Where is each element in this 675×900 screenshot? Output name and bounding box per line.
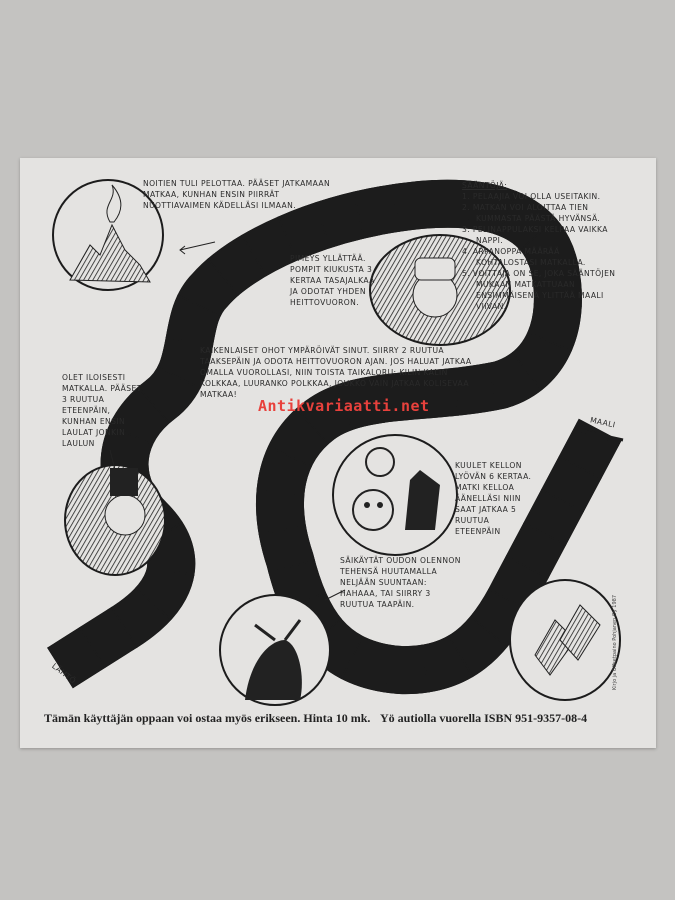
- rule-item: 4. Arpanoppa määrää kohtalostasi matkall…: [462, 247, 586, 267]
- rule-item: 1. Pelaajia voi olla useitakin.: [462, 192, 601, 201]
- note-happy: Olet iloisesti matkalla. Pääset 3 ruutua…: [62, 373, 142, 448]
- illustration-witch-fire: [52, 179, 164, 291]
- watermark: Antikvariaatti.net: [258, 397, 430, 415]
- footer-price-note: Tämän käyttäjän oppaan voi ostaa myös er…: [44, 711, 371, 725]
- rules-title: Sääntöjä:: [462, 181, 508, 190]
- rule-item: 2. Matkan voi aloittaa tien kummasta pää…: [462, 203, 601, 223]
- note-darkness: Pimeys yllättää. Pompit kiukusta 3 kerta…: [290, 254, 375, 307]
- note-witch-fire: Noitien tuli pelottaa. Pääset jatkamaan …: [143, 179, 331, 210]
- illustration-creature: [219, 594, 331, 706]
- illustration-traveller: [64, 464, 166, 576]
- illustration-bells: [509, 579, 621, 701]
- rule-item: 5. Voittaja on se, joka sääntöjen mukaan…: [462, 269, 616, 311]
- finish-line: [576, 428, 624, 442]
- footer-isbn: Yö autiolla vuorella ISBN 951-9357-08-4: [380, 711, 588, 725]
- rule-item: 3. Pelinappulaksi kelpaa vaikka nappi.: [462, 225, 608, 245]
- illustration-ghosts: [332, 434, 458, 556]
- rules-list: Sääntöjä: 1. Pelaajia voi olla useitakin…: [462, 180, 622, 312]
- printer-credit: Kirjo ja Offsetpaino Pohjanen Oy 1987: [612, 595, 618, 690]
- pointer-arrows: [109, 241, 346, 601]
- note-creature: Säikäytät oudon olennon tehensä huutamal…: [340, 556, 461, 609]
- note-bell: Kuulet kellon lyövän 6 kertaa. Matki kel…: [455, 461, 532, 536]
- illustration-darkness: [369, 234, 511, 346]
- note-ghosts: Kaikenlaiset ohot ympäröivät sinut. Siir…: [200, 346, 472, 399]
